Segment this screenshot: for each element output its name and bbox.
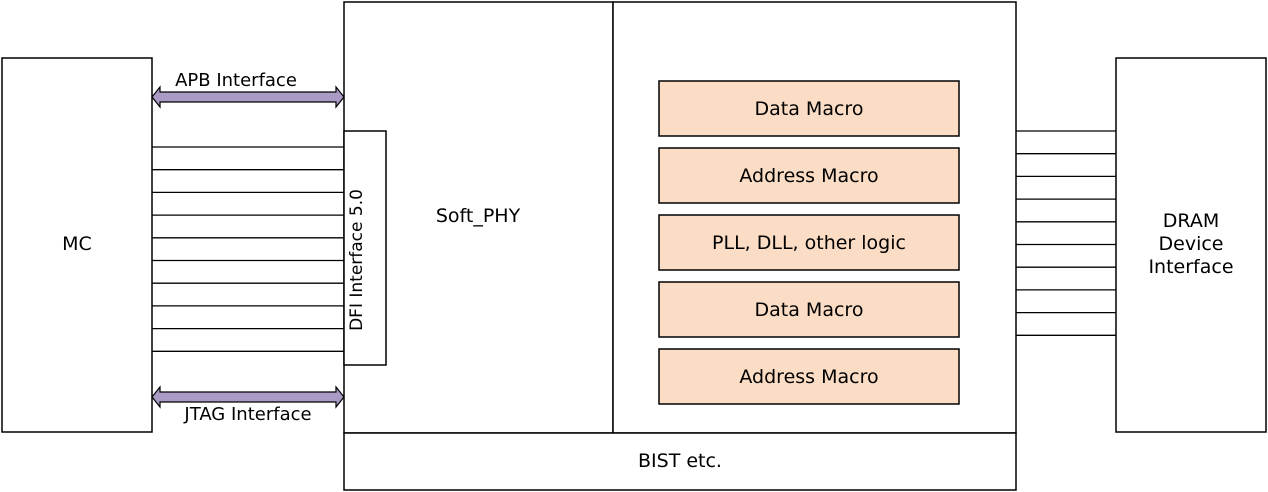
dram-label-line-3: Interface [1148,256,1233,278]
macro-label: Address Macro [739,165,878,187]
dram-label-line-2: Device [1159,233,1224,255]
macro-label: PLL, DLL, other logic [712,232,906,254]
dram-device-block [1115,57,1267,433]
phy-dram-bus [1016,130,1116,336]
macro-block [658,214,960,271]
macro-block [658,147,960,204]
mc-block [1,57,153,433]
macro-block [658,80,960,137]
macro-label: Address Macro [739,366,878,388]
macro-label: Data Macro [755,98,864,120]
macro-block [658,348,960,405]
macro-label: Data Macro [755,299,864,321]
macro-block [658,281,960,338]
apb-interface-label: APB Interface [175,70,297,91]
dfi-interface-block [343,130,387,366]
soft-phy-label: Soft_PHY [436,205,521,227]
mc-dfi-bus [152,146,344,352]
dram-label-line-1: DRAM [1163,210,1219,232]
bist-label: BIST etc. [638,450,722,472]
bist-block [343,432,1017,491]
dfi-interface-label: DFI Interface 5.0 [347,189,367,331]
jtag-interface-label: JTAG Interface [183,404,311,425]
mc-label: MC [62,233,92,255]
